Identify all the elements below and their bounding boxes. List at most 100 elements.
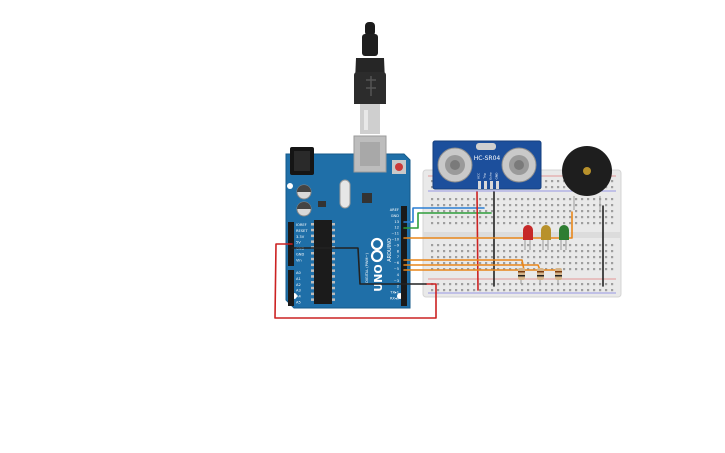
breadboard-hole xyxy=(551,198,554,201)
breadboard-hole xyxy=(545,216,548,219)
wire-echo-green xyxy=(403,212,492,229)
digital-header xyxy=(401,206,407,306)
breadboard-hole xyxy=(485,262,488,265)
breadboard-hole xyxy=(479,262,482,265)
breadboard-hole xyxy=(515,262,518,265)
breadboard-hole xyxy=(503,289,506,292)
breadboard-hole xyxy=(557,180,560,183)
breadboard-hole xyxy=(473,222,476,225)
breadboard-hole xyxy=(581,262,584,265)
pin-label: A2 xyxy=(296,283,301,287)
breadboard-hole xyxy=(539,222,542,225)
reset-button-icon[interactable] xyxy=(392,160,406,174)
breadboard-hole xyxy=(431,250,434,253)
breadboard-hole xyxy=(431,180,434,183)
breadboard-hole xyxy=(581,198,584,201)
breadboard-hole xyxy=(509,250,512,253)
breadboard-hole xyxy=(563,204,566,207)
breadboard-hole xyxy=(515,250,518,253)
breadboard-hole xyxy=(557,256,560,259)
arduino-infinity-logo-icon xyxy=(370,237,384,263)
breadboard-hole xyxy=(557,283,560,286)
breadboard-hole xyxy=(593,198,596,201)
pin-label: 4 xyxy=(397,273,400,277)
breadboard-hole xyxy=(581,268,584,271)
breadboard-hole xyxy=(467,222,470,225)
breadboard-hole xyxy=(437,244,440,247)
breadboard-hole xyxy=(557,186,560,189)
breadboard-hole xyxy=(467,210,470,213)
breadboard-hole xyxy=(455,289,458,292)
breadboard-hole xyxy=(569,204,572,207)
breadboard-hole xyxy=(509,198,512,201)
breadboard-hole xyxy=(605,244,608,247)
breadboard-hole xyxy=(431,216,434,219)
chip-pin xyxy=(311,252,314,255)
breadboard-hole xyxy=(593,244,596,247)
breadboard-hole xyxy=(431,204,434,207)
breadboard-hole xyxy=(473,262,476,265)
breadboard-hole xyxy=(473,216,476,219)
breadboard-hole xyxy=(569,222,572,225)
breadboard-hole xyxy=(545,186,548,189)
breadboard-hole xyxy=(539,204,542,207)
chip-pin xyxy=(311,263,314,267)
breadboard-hole xyxy=(611,186,614,189)
breadboard-hole xyxy=(569,262,572,265)
breadboard-hole xyxy=(443,204,446,207)
breadboard-hole xyxy=(587,210,590,213)
breadboard-hole xyxy=(509,289,512,292)
breadboard-hole xyxy=(527,222,530,225)
chip-pin xyxy=(332,292,335,296)
breadboard-hole xyxy=(569,256,572,259)
breadboard-hole xyxy=(587,198,590,201)
breadboard-hole xyxy=(449,216,452,219)
breadboard-hole xyxy=(431,289,434,292)
breadboard-hole xyxy=(497,222,500,225)
breadboard-hole xyxy=(539,289,542,292)
breadboard-hole xyxy=(509,268,512,271)
breadboard-hole xyxy=(503,256,506,259)
breadboard-hole xyxy=(515,210,518,213)
breadboard-hole xyxy=(575,262,578,265)
breadboard-hole xyxy=(467,250,470,253)
crystal xyxy=(339,179,351,209)
breadboard-hole xyxy=(533,222,536,225)
breadboard-hole xyxy=(605,216,608,219)
breadboard-hole xyxy=(611,262,614,265)
breadboard-hole xyxy=(581,283,584,286)
breadboard-hole xyxy=(527,198,530,201)
resistor xyxy=(537,268,544,284)
breadboard-hole xyxy=(455,250,458,253)
breadboard-hole xyxy=(443,256,446,259)
breadboard-hole xyxy=(485,250,488,253)
breadboard-hole xyxy=(449,268,452,271)
breadboard-hole xyxy=(611,210,614,213)
breadboard-hole xyxy=(581,222,584,225)
wire-gnd-black xyxy=(291,247,427,285)
breadboard-hole xyxy=(479,289,482,292)
breadboard-hole xyxy=(605,198,608,201)
breadboard-hole xyxy=(545,180,548,183)
breadboard-hole xyxy=(437,210,440,213)
breadboard-hole xyxy=(593,256,596,259)
breadboard-hole xyxy=(563,256,566,259)
breadboard-hole xyxy=(437,204,440,207)
transducer-left xyxy=(437,147,473,183)
chip-pin xyxy=(332,228,335,232)
breadboard-hole xyxy=(515,222,518,225)
breadboard-hole xyxy=(599,216,602,219)
breadboard-hole xyxy=(605,210,608,213)
breadboard-hole xyxy=(521,210,524,213)
breadboard-hole xyxy=(467,244,470,247)
pin-label: ~6 xyxy=(394,261,400,265)
breadboard-hole xyxy=(509,210,512,213)
breadboard-hole xyxy=(551,283,554,286)
breadboard-hole xyxy=(449,256,452,259)
breadboard-hole xyxy=(473,250,476,253)
arduino-brand-label: ARDUINO xyxy=(387,238,393,262)
breadboard-hole xyxy=(551,268,554,271)
breadboard-hole xyxy=(533,256,536,259)
breadboard-hole xyxy=(515,244,518,247)
pin-label: GND xyxy=(296,253,304,257)
